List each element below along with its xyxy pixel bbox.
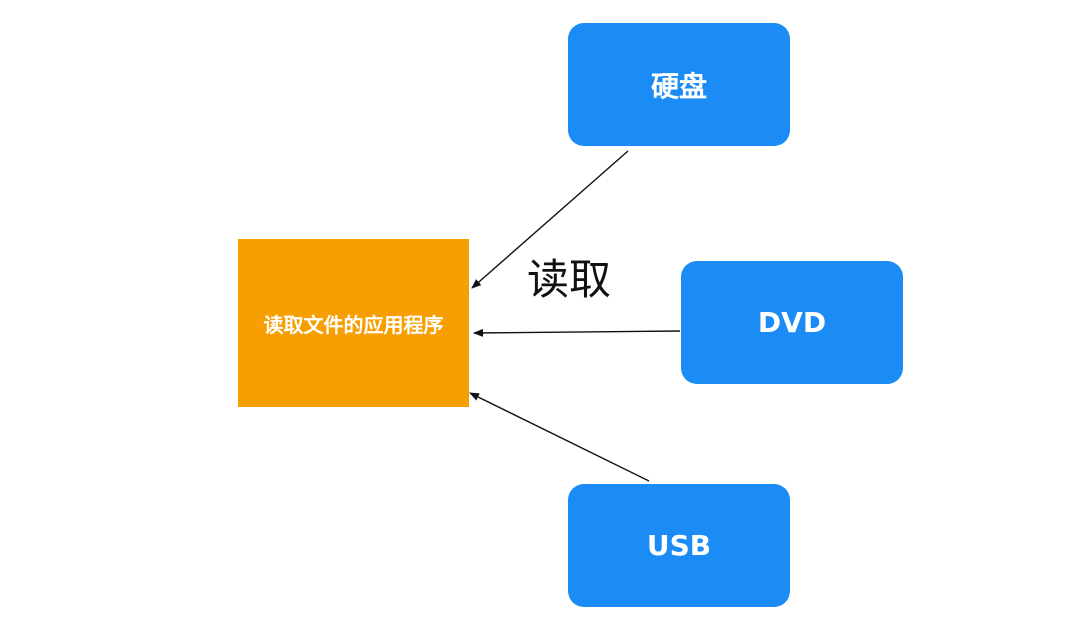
node-dvd-label: DVD bbox=[757, 306, 827, 339]
edge-dvd-to-app bbox=[473, 328, 681, 337]
node-app-label: 读取文件的应用程序 bbox=[263, 312, 444, 337]
node-hdd: 硬盘 bbox=[568, 23, 790, 146]
node-hdd-label: 硬盘 bbox=[650, 69, 707, 103]
node-app: 读取文件的应用程序 bbox=[238, 239, 469, 407]
node-usb: USB bbox=[568, 484, 790, 607]
node-dvd: DVD bbox=[681, 261, 903, 384]
edge-usb-to-app bbox=[469, 392, 650, 482]
node-usb-label: USB bbox=[646, 529, 712, 562]
edge-label-read: 读取 bbox=[527, 255, 612, 304]
